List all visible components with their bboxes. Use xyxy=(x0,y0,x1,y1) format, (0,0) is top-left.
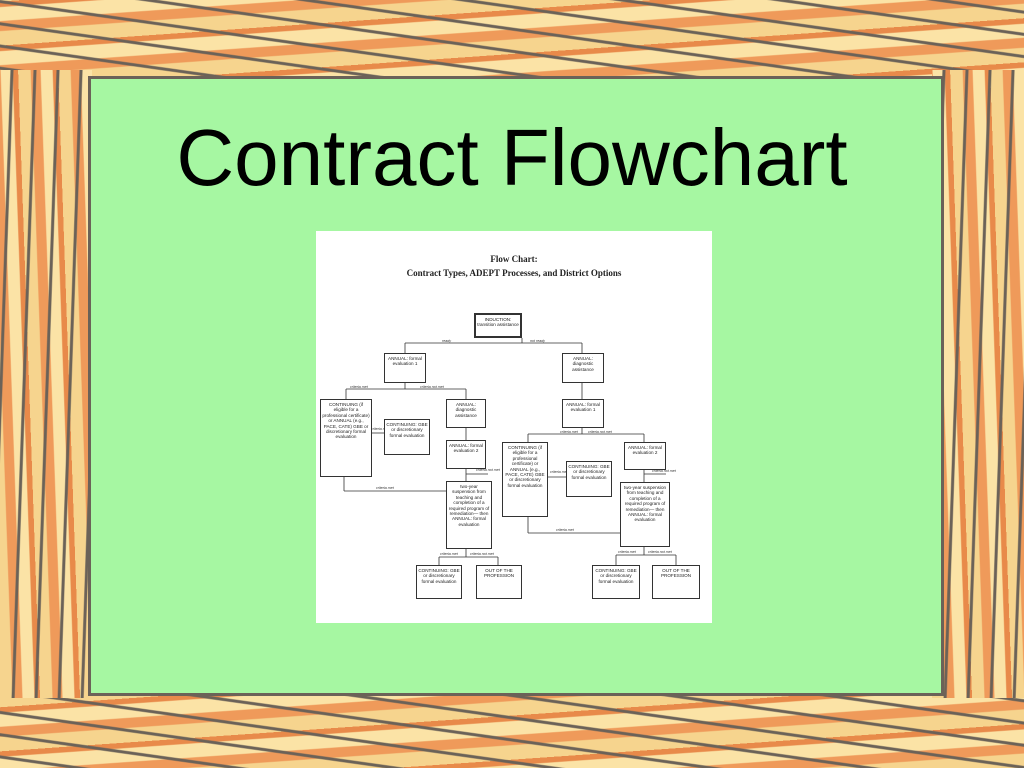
box-left-continuing-gbe: CONTINUING: GBE or discretionary formal … xyxy=(384,419,430,455)
box-right-annual-formal-1: ANNUAL: formal evaluation 1 xyxy=(562,399,604,428)
box-right-continuing-gbe: CONTINUING: GBE or discretionary formal … xyxy=(566,461,612,497)
box-right-continuing-gbe-2: CONTINUING: GBE or discretionary formal … xyxy=(592,565,640,599)
slide-title: Contract Flowchart xyxy=(176,113,848,202)
wood-frame-left xyxy=(0,70,92,698)
box-left-annual-diagnostic: ANNUAL: diagnostic assistance xyxy=(446,399,486,428)
box-left-suspension: two-year suspension from teaching and co… xyxy=(446,481,492,549)
label-right-criteria-met-3: criteria met xyxy=(618,550,636,554)
box-left-continuing-annual: CONTINUING (if eligible for a profession… xyxy=(320,399,372,477)
box-right-annual-diagnostic: ANNUAL: diagnostic assistance xyxy=(562,353,604,383)
label-left-criteria-met: criteria met xyxy=(350,385,368,389)
label-right-criteria-not-met: criteria not met xyxy=(588,430,612,434)
flowchart-title: Flow Chart: xyxy=(490,254,538,264)
label-right-criteria-met-side: criteria met xyxy=(550,470,568,474)
label-left-criteria-met-side: criteria met xyxy=(371,427,389,431)
box-left-annual-formal-2: ANNUAL: formal evaluation 2 xyxy=(446,440,486,469)
box-right-out: OUT OF THE PROFESSION xyxy=(652,565,700,599)
label-left-criteria-not-met: criteria not met xyxy=(420,385,444,389)
label-right-criteria-met: criteria met xyxy=(560,430,578,434)
label-left-criteria-not-met-2: criteria not met xyxy=(476,468,500,472)
box-left-out: OUT OF THE PROFESSION xyxy=(476,565,522,599)
wood-frame-right xyxy=(932,70,1024,698)
label-ready: ready xyxy=(442,339,451,343)
box-left-continuing-gbe-2: CONTINUING: GBE or discretionary formal … xyxy=(416,565,462,599)
label-right-criteria-not-met-2: criteria not met xyxy=(652,469,676,473)
flowchart-connectors xyxy=(343,338,677,565)
box-right-suspension: two-year suspension from teaching and co… xyxy=(620,482,670,547)
box-induction: INDUCTION: transition assistance xyxy=(474,313,522,338)
label-right-criteria-met-bottom: criteria met xyxy=(556,528,574,532)
flowchart-image: Flow Chart: Contract Types, ADEPT Proces… xyxy=(316,231,712,623)
label-left-criteria-not-met-3: criteria not met xyxy=(470,552,494,556)
box-right-continuing-annual: CONTINUING (if eligible for a profession… xyxy=(502,442,548,517)
label-left-criteria-met-bottom: criteria met xyxy=(376,486,394,490)
label-not-ready: not ready xyxy=(530,339,545,343)
label-right-criteria-not-met-3: criteria not met xyxy=(648,550,672,554)
box-left-annual-formal-1: ANNUAL: formal evaluation 1 xyxy=(384,353,426,383)
label-left-criteria-met-3: criteria met xyxy=(440,552,458,556)
flowchart-subtitle: Contract Types, ADEPT Processes, and Dis… xyxy=(406,268,622,278)
box-right-annual-formal-2: ANNUAL: formal evaluation 2 xyxy=(624,442,666,470)
